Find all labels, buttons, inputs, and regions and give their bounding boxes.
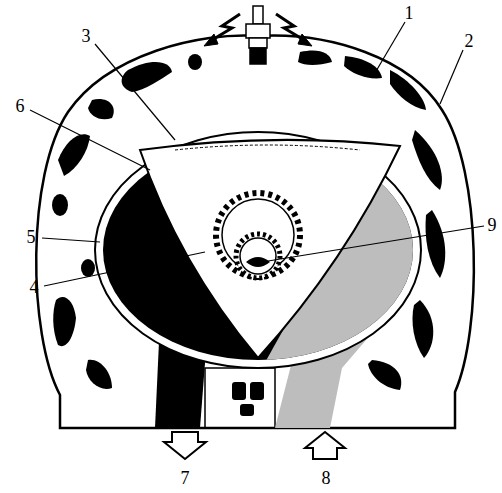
eccentric-shaft: [246, 257, 270, 267]
spark-arrows: [204, 14, 312, 46]
stationary-gear: [236, 234, 280, 278]
callout-number: 9: [487, 215, 498, 235]
cooling-channels: [52, 50, 445, 416]
port-block: [205, 368, 275, 428]
leader-lines: [30, 22, 484, 286]
stationary-gear-rim: [240, 238, 276, 274]
callout-number: 5: [26, 227, 37, 247]
callout-number: 8: [321, 468, 332, 488]
rotor: [140, 140, 400, 358]
spark-plug: [246, 6, 270, 64]
callout-number: 1: [404, 3, 415, 23]
callout-number: 6: [15, 96, 26, 116]
callout-number: 2: [464, 31, 475, 51]
rotor-recess: [175, 145, 360, 150]
engine-housing: [36, 36, 474, 428]
callout-number: 4: [29, 277, 40, 297]
callout-number: 7: [180, 468, 191, 488]
callout-number: 3: [81, 26, 92, 46]
exhaust-arrow: [164, 432, 206, 459]
intake-arrow: [305, 432, 345, 459]
rotor-gear: [216, 193, 300, 277]
